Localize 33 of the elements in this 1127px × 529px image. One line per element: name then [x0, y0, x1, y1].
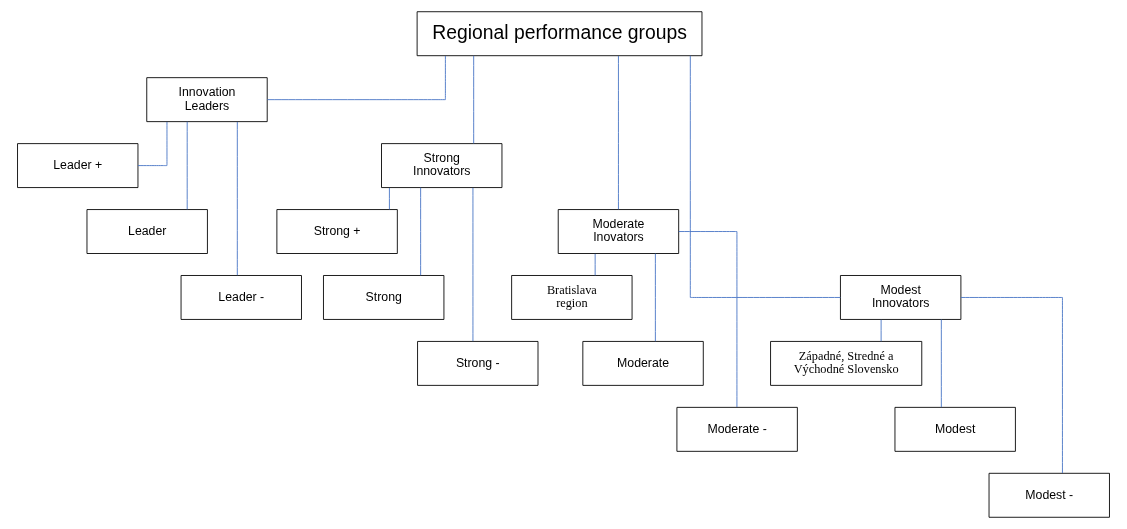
node-box: Moderate Inovators [557, 209, 680, 254]
connector [594, 253, 596, 276]
connector [420, 187, 422, 276]
connector [389, 187, 390, 210]
node-box: Innovation Leaders [146, 77, 268, 123]
connector [186, 121, 188, 210]
connector [689, 55, 841, 298]
node-box: Západné, Stredné a Východné Slovensko [770, 341, 923, 386]
node-box: Leader + [17, 143, 139, 188]
node-box: Strong - [417, 341, 539, 386]
connector [940, 319, 942, 408]
node-box: Modest Innovators [840, 275, 962, 320]
connector [267, 55, 446, 101]
connector [236, 121, 238, 276]
node-box: Moderate [582, 341, 704, 386]
connector [654, 253, 656, 342]
node-box: Modest - [988, 472, 1110, 518]
node-box: Leader [86, 209, 208, 254]
connector [472, 187, 474, 342]
node-box: Strong + [276, 209, 398, 254]
connector [137, 121, 168, 167]
node-box: Strong Innovators [381, 143, 503, 188]
node-box: Moderate - [676, 406, 798, 452]
node-box: Regional performance groups [416, 11, 703, 57]
connector [960, 297, 1063, 474]
connector [473, 55, 475, 144]
node-box: Bratislava region [511, 275, 633, 320]
connector [618, 55, 619, 210]
node-box: Leader - [180, 275, 302, 320]
connector [880, 319, 882, 342]
connector [678, 231, 738, 408]
node-box: Strong [323, 275, 445, 320]
node-box: Modest [894, 406, 1016, 452]
